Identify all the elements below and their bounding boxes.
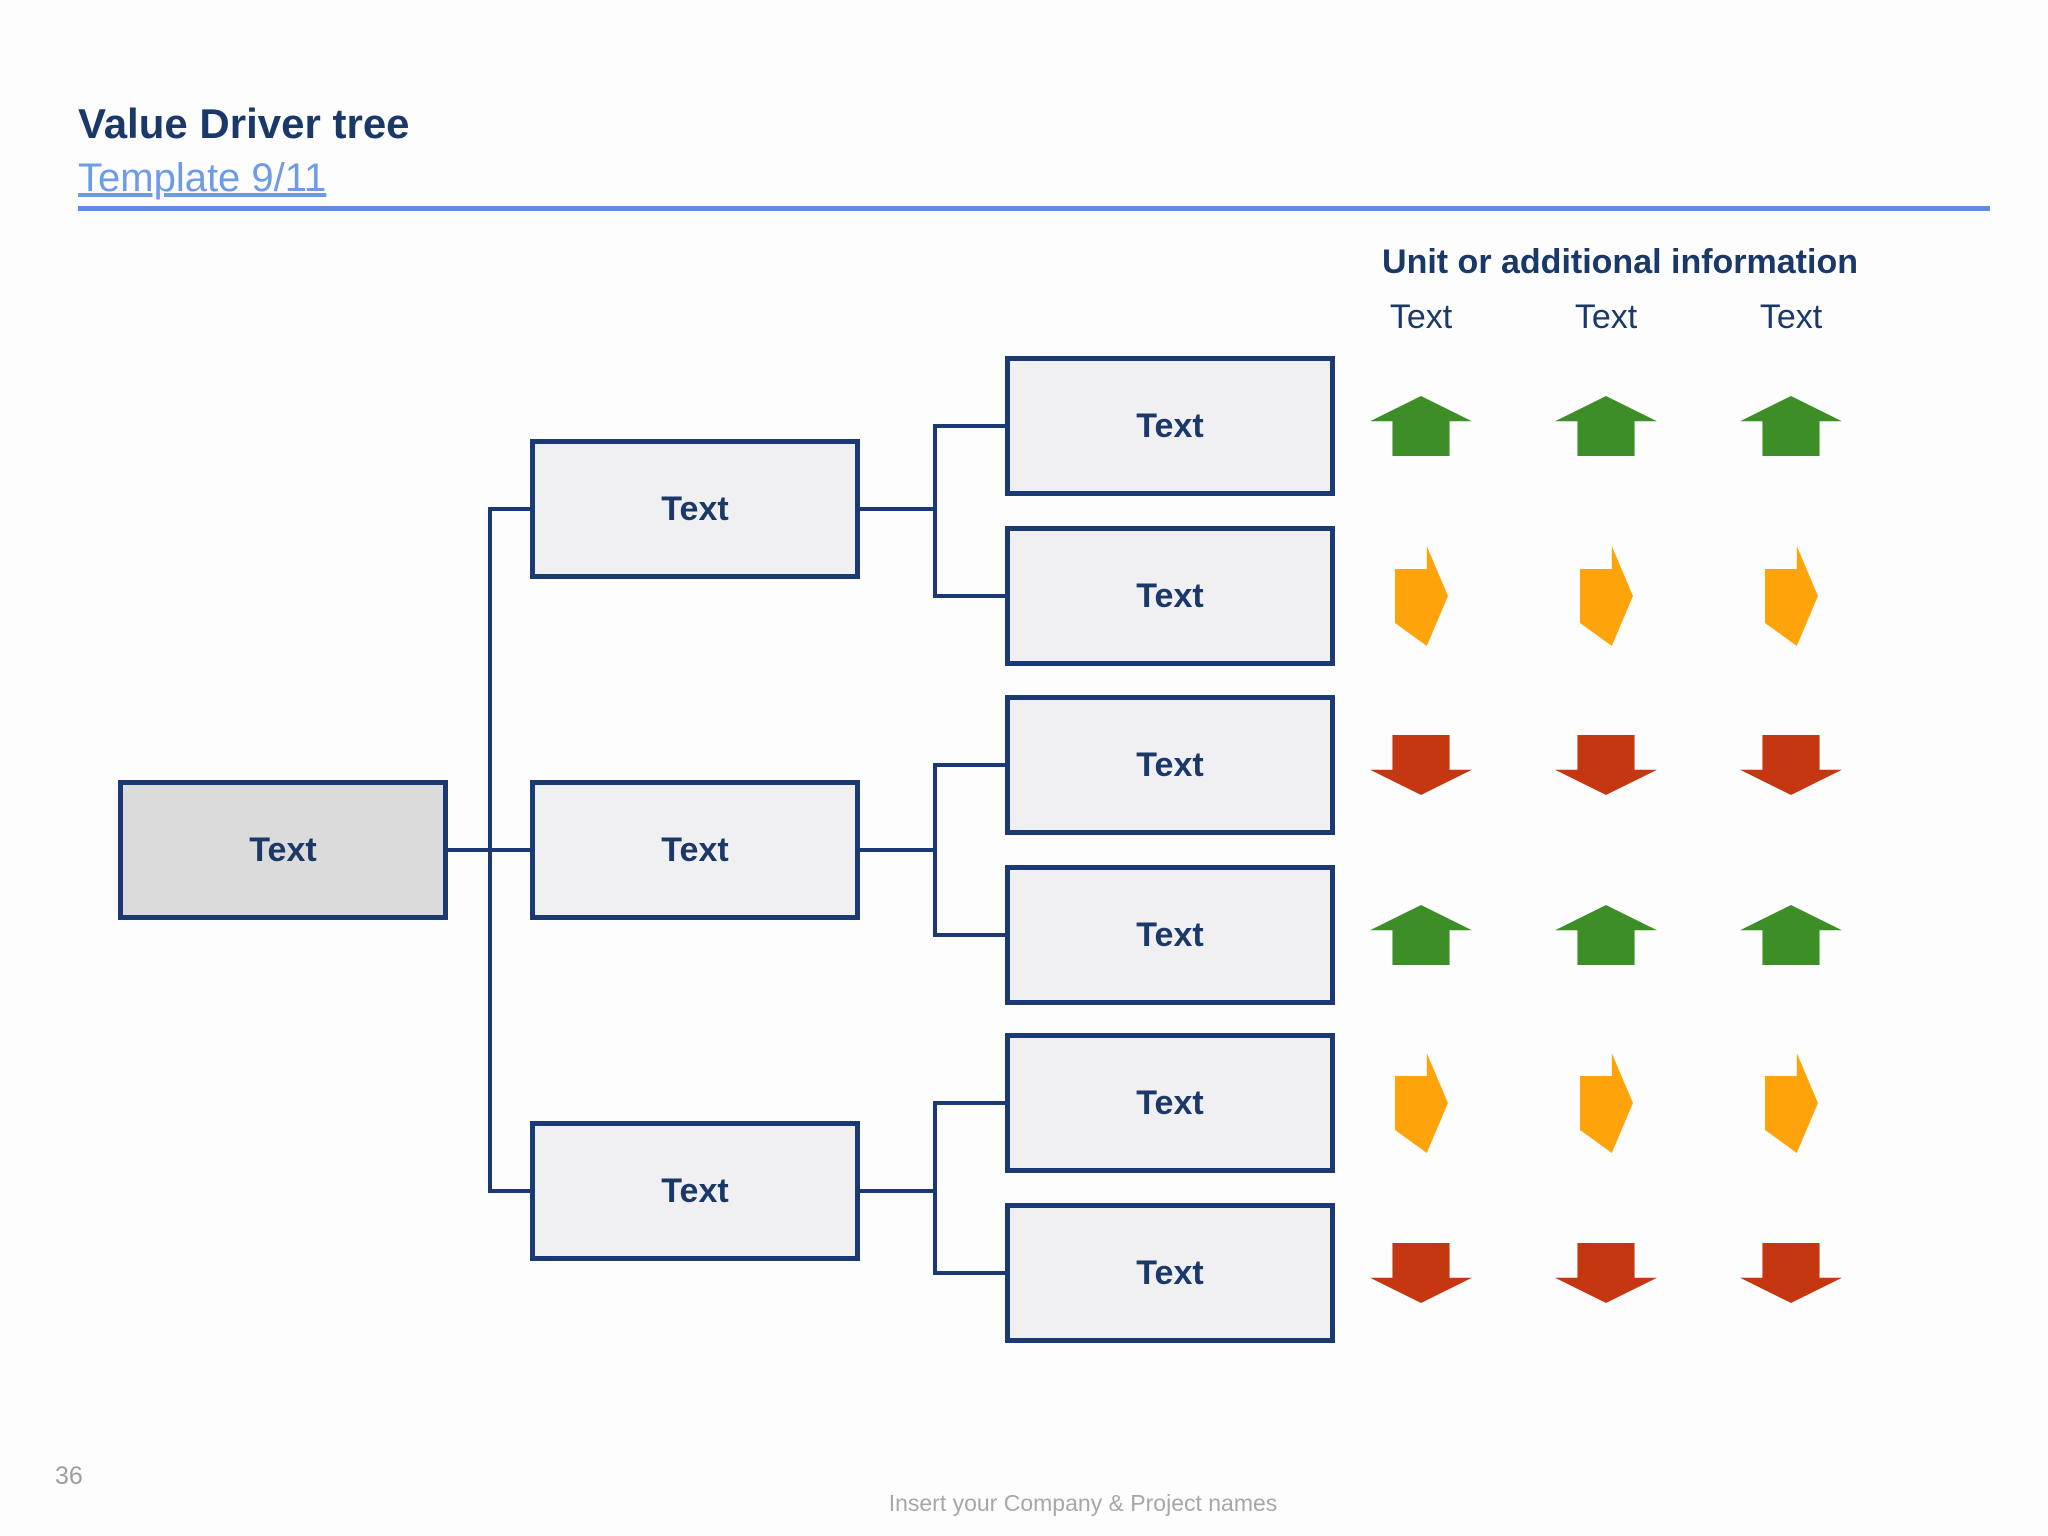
- connector-trunk-vertical: [488, 507, 492, 1193]
- tree-level2-node-3: Text: [530, 1121, 860, 1261]
- right-arrow-icon: [1765, 546, 1818, 646]
- down-arrow-icon: [1370, 1243, 1472, 1303]
- connector-leaf6-stub: [933, 1271, 1005, 1275]
- down-arrow-icon: [1740, 1243, 1842, 1303]
- down-arrow-icon: [1740, 735, 1842, 795]
- page-subtitle: Template 9/11: [78, 156, 327, 200]
- tree-leaf-node-3: Text: [1005, 695, 1335, 835]
- footer-placeholder-text: Insert your Company & Project names: [888, 1490, 1278, 1516]
- connector-group1-bracket: [933, 424, 937, 596]
- connector-group3-horizontal: [860, 1189, 937, 1193]
- right-arrow-icon: [1395, 1053, 1448, 1153]
- connector-leaf2-stub: [933, 594, 1005, 598]
- up-arrow-icon: [1740, 396, 1842, 456]
- connector-stub-level2-1: [488, 507, 530, 511]
- up-arrow-icon: [1370, 396, 1472, 456]
- connector-group3-bracket: [933, 1101, 937, 1273]
- connector-leaf4-stub: [933, 933, 1005, 937]
- page-number: 36: [55, 1462, 83, 1490]
- matrix-column-label-1: Text: [1389, 298, 1453, 336]
- up-arrow-icon: [1555, 905, 1657, 965]
- right-arrow-icon: [1580, 1053, 1633, 1153]
- tree-leaf-node-1: Text: [1005, 356, 1335, 496]
- tree-level2-node-2: Text: [530, 780, 860, 920]
- connector-leaf1-stub: [933, 424, 1005, 428]
- right-arrow-icon: [1765, 1053, 1818, 1153]
- tree-leaf-node-2: Text: [1005, 526, 1335, 666]
- connector-group1-horizontal: [860, 507, 937, 511]
- matrix-column-label-3: Text: [1759, 298, 1823, 336]
- connector-leaf5-stub: [933, 1101, 1005, 1105]
- connector-group2-bracket: [933, 763, 937, 935]
- tree-leaf-node-5: Text: [1005, 1033, 1335, 1173]
- tree-level2-node-1: Text: [530, 439, 860, 579]
- header-divider-line: [78, 206, 1990, 211]
- right-arrow-icon: [1580, 546, 1633, 646]
- down-arrow-icon: [1555, 735, 1657, 795]
- down-arrow-icon: [1555, 1243, 1657, 1303]
- up-arrow-icon: [1555, 396, 1657, 456]
- tree-root-node: Text: [118, 780, 448, 920]
- matrix-header: Unit or additional information: [1382, 243, 1858, 281]
- matrix-column-label-2: Text: [1574, 298, 1638, 336]
- down-arrow-icon: [1370, 735, 1472, 795]
- page-title: Value Driver tree: [78, 100, 410, 147]
- up-arrow-icon: [1370, 905, 1472, 965]
- up-arrow-icon: [1740, 905, 1842, 965]
- connector-group2-horizontal: [860, 848, 937, 852]
- right-arrow-icon: [1395, 546, 1448, 646]
- tree-leaf-node-4: Text: [1005, 865, 1335, 1005]
- connector-stub-level2-3: [488, 1189, 530, 1193]
- tree-leaf-node-6: Text: [1005, 1203, 1335, 1343]
- connector-leaf3-stub: [933, 763, 1005, 767]
